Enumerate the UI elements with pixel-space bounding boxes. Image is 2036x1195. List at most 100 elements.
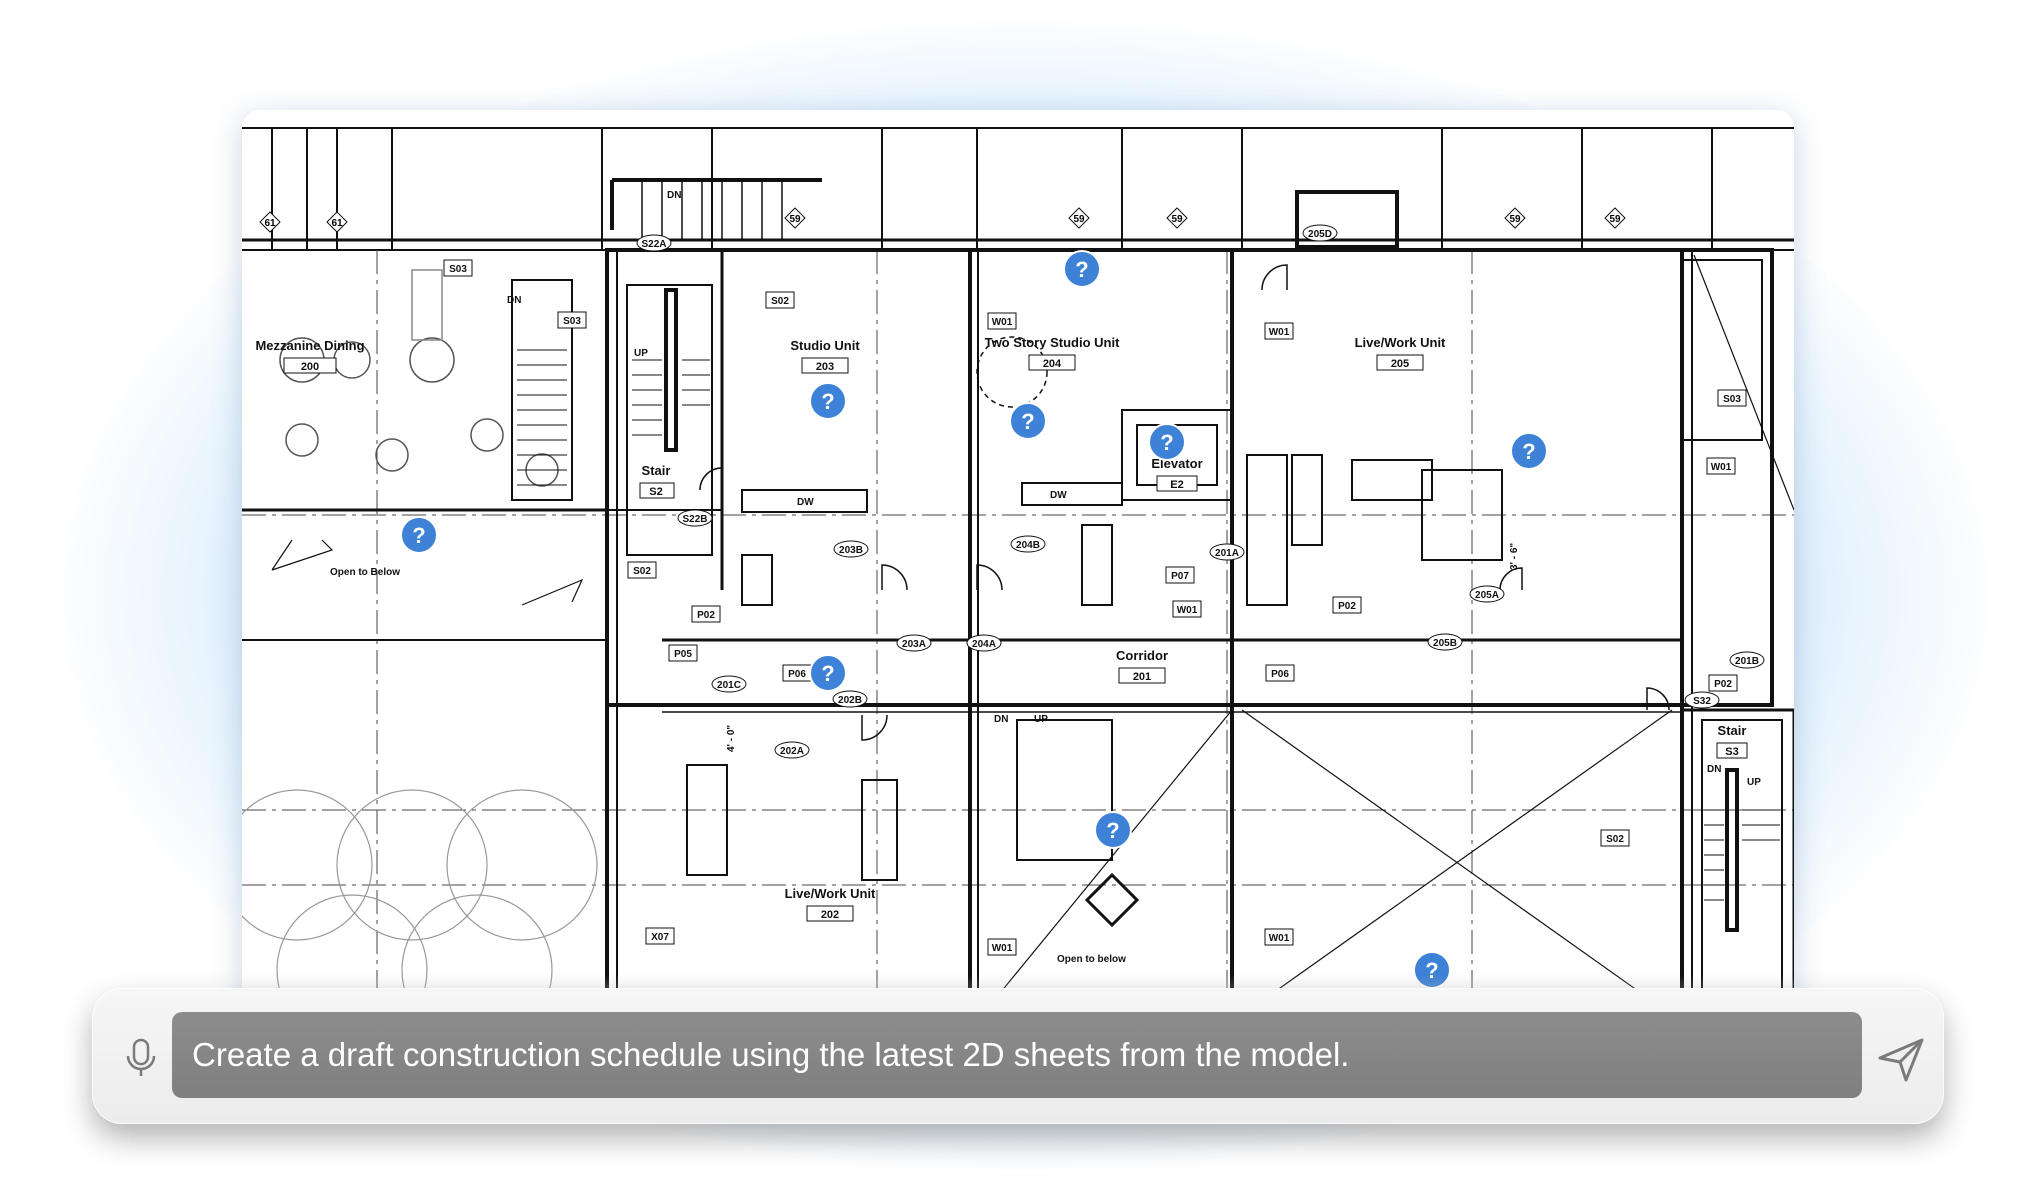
send-icon[interactable] bbox=[1874, 1032, 1928, 1086]
svg-text:DN: DN bbox=[667, 190, 681, 201]
prompt-input[interactable]: Create a draft construction schedule usi… bbox=[172, 1012, 1862, 1098]
svg-text:Open to below: Open to below bbox=[1057, 954, 1126, 965]
microphone-icon[interactable] bbox=[116, 1032, 166, 1082]
svg-text:61: 61 bbox=[264, 218, 276, 229]
question-marker: ? bbox=[1148, 423, 1186, 461]
svg-text:S2: S2 bbox=[649, 486, 662, 498]
svg-text:205: 205 bbox=[1391, 358, 1409, 370]
svg-text:202B: 202B bbox=[838, 695, 862, 706]
svg-text:61: 61 bbox=[331, 218, 343, 229]
svg-text:DN: DN bbox=[1707, 764, 1721, 775]
room-name: Live/Work Unit bbox=[785, 886, 876, 901]
svg-text:?: ? bbox=[1075, 257, 1088, 282]
room-name: Corridor bbox=[1116, 648, 1168, 663]
svg-text:S03: S03 bbox=[449, 264, 467, 275]
svg-text:S32: S32 bbox=[1693, 696, 1711, 707]
svg-text:?: ? bbox=[1522, 439, 1535, 464]
floor-plan-sheet[interactable]: 61 61 59 59 59 59 59 bbox=[242, 110, 1794, 1015]
svg-text:201C: 201C bbox=[717, 680, 741, 691]
svg-text:X07: X07 bbox=[651, 932, 669, 943]
svg-text:S03: S03 bbox=[1723, 394, 1741, 405]
svg-text:DW: DW bbox=[1050, 490, 1067, 501]
svg-text:P05: P05 bbox=[674, 649, 692, 660]
svg-text:203A: 203A bbox=[902, 639, 926, 650]
stair-s2 bbox=[511, 279, 713, 556]
svg-text:59: 59 bbox=[789, 214, 801, 225]
svg-text:201B: 201B bbox=[1735, 656, 1759, 667]
svg-text:S22B: S22B bbox=[682, 514, 707, 525]
question-marker: ? bbox=[809, 382, 847, 420]
room-name: Stair bbox=[642, 463, 671, 478]
svg-text:P06: P06 bbox=[1271, 669, 1289, 680]
svg-text:205B: 205B bbox=[1433, 638, 1457, 649]
svg-text:202A: 202A bbox=[780, 746, 804, 757]
svg-text:E2: E2 bbox=[1170, 479, 1183, 491]
grid-markers: 61 61 59 59 59 59 59 bbox=[259, 207, 1626, 233]
svg-text:201: 201 bbox=[1133, 671, 1151, 683]
svg-text:S22A: S22A bbox=[641, 239, 666, 250]
svg-text:?: ? bbox=[1160, 430, 1173, 455]
svg-text:W01: W01 bbox=[992, 943, 1013, 954]
svg-text:Open to Below: Open to Below bbox=[330, 567, 400, 578]
svg-text:S02: S02 bbox=[633, 566, 651, 577]
svg-text:?: ? bbox=[821, 389, 834, 414]
issue-markers[interactable]: ? ? ? ? ? ? ? ? ? bbox=[400, 250, 1548, 989]
question-marker: ? bbox=[1063, 250, 1101, 288]
svg-text:UP: UP bbox=[1034, 714, 1048, 725]
svg-text:W01: W01 bbox=[1269, 327, 1290, 338]
svg-text:UP: UP bbox=[1747, 777, 1761, 788]
room-name: Mezzanine Dining bbox=[255, 338, 364, 353]
room-name: Stair bbox=[1718, 723, 1747, 738]
prompt-bar: Create a draft construction schedule usi… bbox=[92, 988, 1944, 1124]
svg-text:?: ? bbox=[1106, 818, 1119, 843]
svg-text:S02: S02 bbox=[771, 296, 789, 307]
svg-text:P02: P02 bbox=[1714, 679, 1732, 690]
svg-text:UP: UP bbox=[634, 348, 648, 359]
svg-text:DN: DN bbox=[507, 295, 521, 306]
svg-text:204: 204 bbox=[1043, 358, 1062, 370]
floor-plan-drawing: 61 61 59 59 59 59 59 bbox=[242, 110, 1794, 1015]
svg-text:S02: S02 bbox=[1606, 834, 1624, 845]
svg-text:203: 203 bbox=[816, 361, 834, 373]
question-marker: ? bbox=[1009, 402, 1047, 440]
svg-text:4' - 0": 4' - 0" bbox=[726, 725, 737, 752]
room-name: Two Story Studio Unit bbox=[985, 335, 1120, 350]
open-areas bbox=[242, 254, 1794, 1015]
svg-text:59: 59 bbox=[1171, 214, 1183, 225]
svg-text:?: ? bbox=[412, 523, 425, 548]
svg-text:205A: 205A bbox=[1475, 590, 1499, 601]
svg-text:P07: P07 bbox=[1171, 571, 1189, 582]
svg-text:59: 59 bbox=[1509, 214, 1521, 225]
svg-text:?: ? bbox=[1021, 409, 1034, 434]
svg-text:S3: S3 bbox=[1725, 746, 1738, 758]
svg-text:204B: 204B bbox=[1016, 540, 1040, 551]
notes: Open to Below Open to below DN DN DN DN … bbox=[330, 190, 1761, 965]
svg-text:S03: S03 bbox=[563, 316, 581, 327]
svg-text:W01: W01 bbox=[1711, 462, 1732, 473]
svg-text:W01: W01 bbox=[992, 317, 1013, 328]
svg-text:204A: 204A bbox=[972, 639, 996, 650]
svg-text:201A: 201A bbox=[1215, 548, 1239, 559]
svg-text:59: 59 bbox=[1073, 214, 1085, 225]
svg-text:DN: DN bbox=[994, 714, 1008, 725]
doors bbox=[699, 264, 1670, 741]
svg-text:P06: P06 bbox=[788, 669, 806, 680]
svg-text:P02: P02 bbox=[697, 610, 715, 621]
svg-text:?: ? bbox=[821, 661, 834, 686]
svg-text:W01: W01 bbox=[1269, 933, 1290, 944]
tags: S03 S03 S03 S02 S02 S02 W01 W01 W01 W01 … bbox=[443, 224, 1765, 956]
svg-text:203B: 203B bbox=[839, 545, 863, 556]
svg-text:3' - 6": 3' - 6" bbox=[1509, 543, 1520, 570]
svg-text:W01: W01 bbox=[1177, 605, 1198, 616]
svg-text:59: 59 bbox=[1609, 214, 1621, 225]
question-marker: ? bbox=[400, 516, 438, 554]
svg-text:205D: 205D bbox=[1308, 229, 1332, 240]
walls bbox=[242, 248, 1794, 1015]
room-name: Live/Work Unit bbox=[1355, 335, 1446, 350]
svg-text:DW: DW bbox=[797, 497, 814, 508]
svg-text:200: 200 bbox=[301, 361, 319, 373]
room-labels: Mezzanine Dining 200 Studio Unit 203 Two… bbox=[255, 335, 1748, 922]
svg-text:202: 202 bbox=[821, 909, 839, 921]
question-marker: ? bbox=[1510, 432, 1548, 470]
question-marker: ? bbox=[1094, 811, 1132, 849]
